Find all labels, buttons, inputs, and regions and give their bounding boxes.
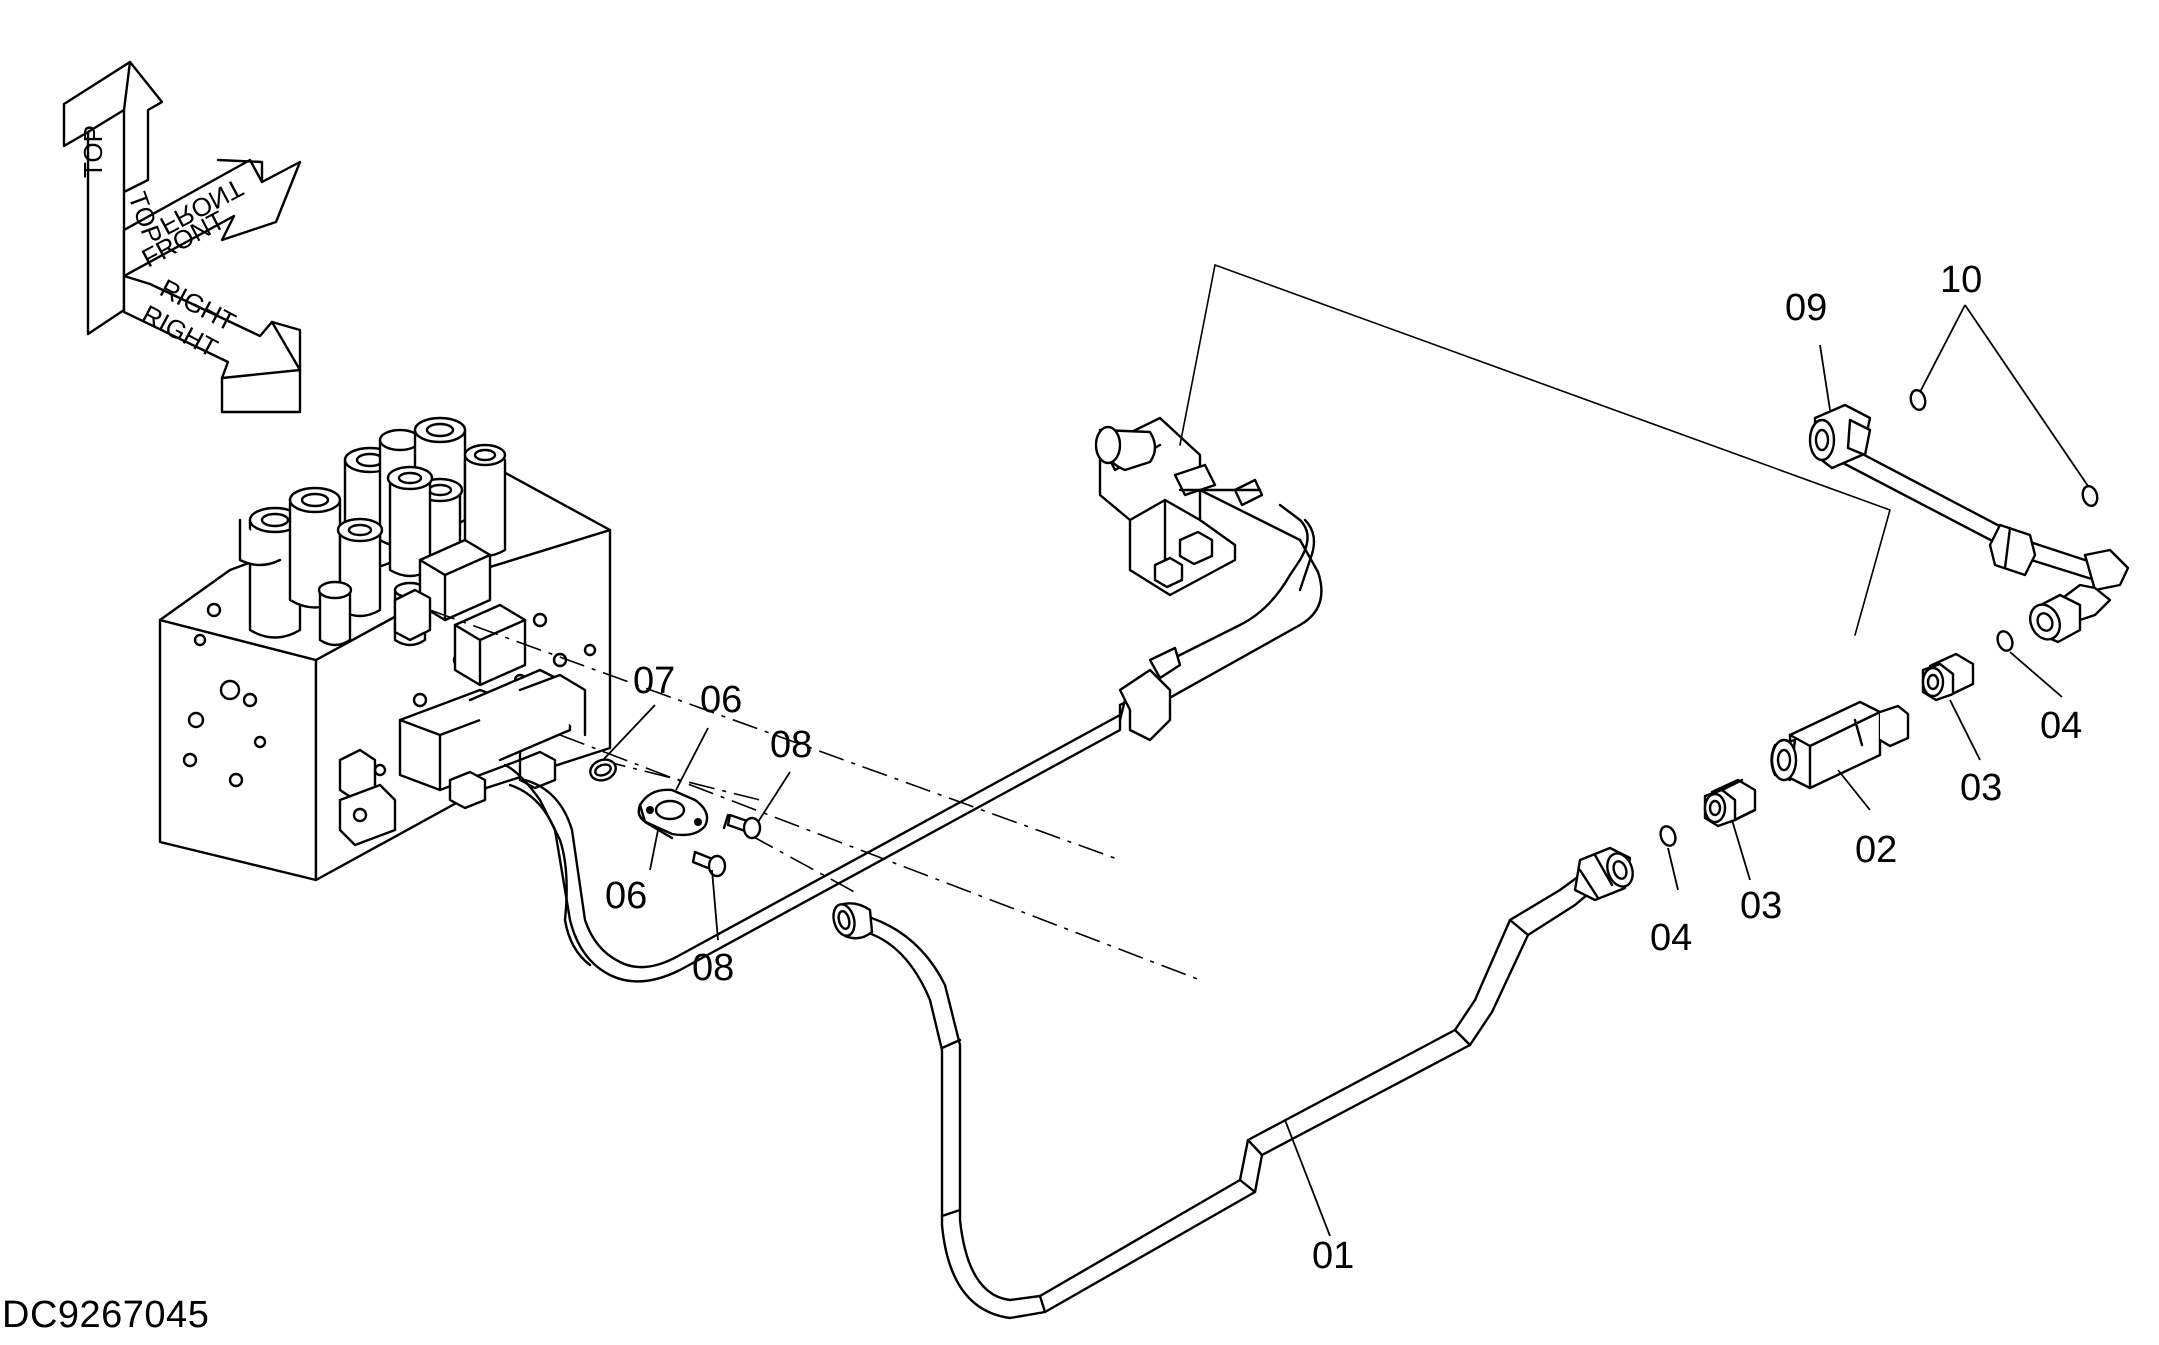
part-02-check-valve	[1770, 700, 1910, 790]
part-08-bolt-lower	[691, 850, 727, 878]
control-valve-assembly	[158, 416, 612, 882]
part-06-split-flange	[637, 788, 709, 840]
part-07-o-ring	[589, 758, 617, 782]
assembly-guide-lines	[429, 264, 1891, 981]
part-03-adapter-lower	[1703, 778, 1757, 828]
callout-04-lower: 04	[1650, 917, 1692, 959]
document-id: DC9267045	[2, 1294, 210, 1336]
callout-07: 07	[633, 660, 675, 702]
callout-08-upper: 08	[770, 724, 812, 766]
part-10-o-ring-lower	[2081, 484, 2099, 508]
callout-02: 02	[1855, 829, 1897, 871]
part-09-hose	[1808, 403, 2130, 644]
callout-03-upper: 03	[1960, 767, 2002, 809]
callout-08-lower: 08	[692, 947, 734, 989]
pilot-line-tube	[503, 416, 1323, 983]
callout-06-lower: 06	[605, 875, 647, 917]
callout-01: 01	[1312, 1235, 1354, 1277]
callout-04-upper: 04	[2040, 705, 2082, 747]
part-04-o-ring-lower	[1659, 825, 1677, 847]
callout-03-lower: 03	[1740, 885, 1782, 927]
part-10-o-ring-upper	[1909, 388, 1927, 412]
orientation-top-label: TOP	[78, 125, 108, 178]
leader-lines	[602, 304, 2089, 1237]
part-03-adapter-upper	[1921, 652, 1975, 702]
part-08-bolt-upper	[722, 813, 762, 840]
callout-10: 10	[1940, 259, 1982, 301]
callout-06-upper: 06	[700, 679, 742, 721]
orientation-indicator: TOP TOP FRONT FRONT RIGHT RIGHT	[62, 60, 302, 414]
callout-09: 09	[1785, 287, 1827, 329]
part-01-tube	[832, 846, 1634, 1320]
part-04-o-ring-upper	[1996, 630, 2014, 652]
